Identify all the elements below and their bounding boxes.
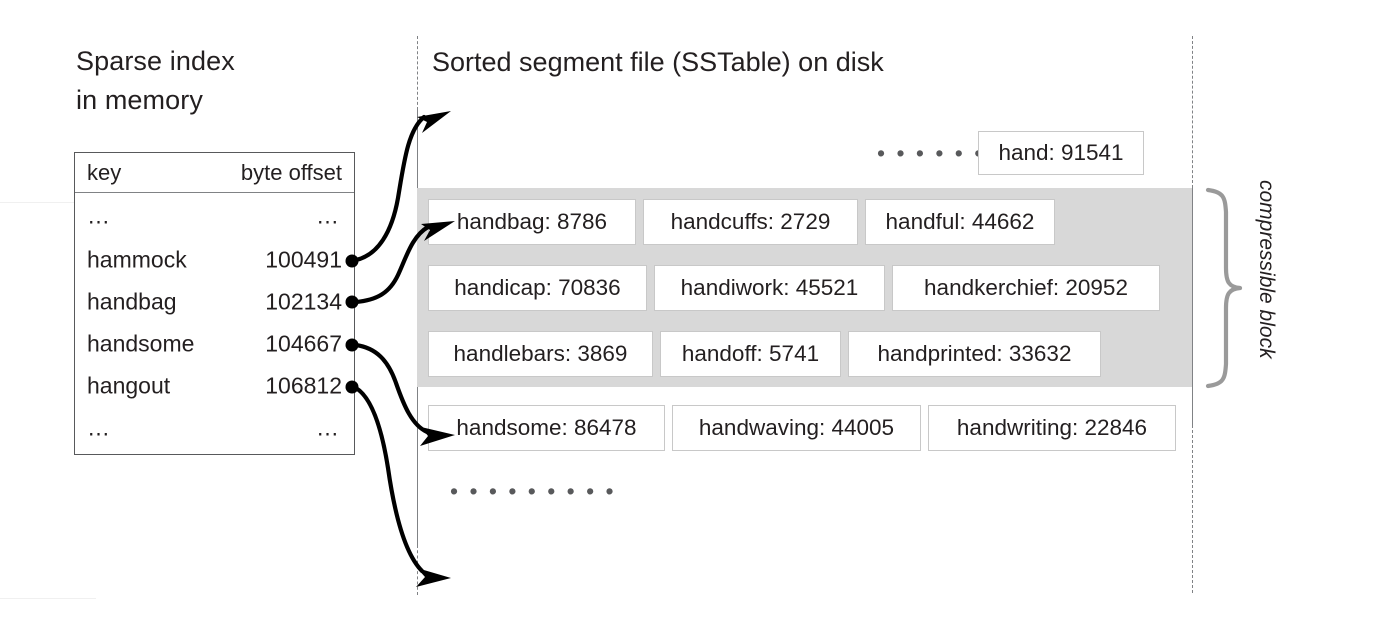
arrowhead-icon (417, 111, 451, 133)
sstable-entry: handprinted: 33632 (848, 331, 1101, 377)
row-byte-offset: … (316, 202, 342, 229)
page-rule-top (0, 202, 100, 203)
table-row: … … (75, 407, 354, 449)
arrowhead-icon (416, 568, 451, 587)
sstable-entry: hand: 91541 (978, 131, 1144, 175)
arrow-path-hangout (353, 385, 425, 574)
row-key: hammock (87, 246, 187, 273)
sstable-entry: handlebars: 3869 (428, 331, 653, 377)
table-row: hangout 106812 (75, 365, 354, 407)
compressible-block-label: compressible block (1255, 180, 1278, 359)
row-byte-offset: … (316, 414, 342, 441)
table-row: … … (75, 193, 354, 239)
sstable-entry: handoff: 5741 (660, 331, 841, 377)
sstable-entry: handkerchief: 20952 (892, 265, 1160, 311)
row-byte-offset: 106812 (265, 372, 342, 399)
row-byte-offset: 100491 (265, 246, 342, 273)
sparse-index-heading: Sparse index in memory (76, 42, 235, 120)
sstable-entry-row: handicap: 70836 handiwork: 45521 handker… (428, 265, 1160, 311)
sstable-right-boundary-dashed-bottom (1192, 425, 1193, 593)
sparse-index-table: key byte offset … … hammock 100491 handb… (74, 152, 355, 455)
sstable-entry: handiwork: 45521 (654, 265, 885, 311)
sstable-entry: handwaving: 44005 (672, 405, 921, 451)
row-key: hangout (87, 372, 171, 399)
page-rule-bottom (0, 598, 96, 599)
column-header-key: key (87, 159, 122, 185)
sstable-entry: handbag: 8786 (428, 199, 636, 245)
row-key: handbag (87, 288, 177, 315)
sparse-index-heading-line2: in memory (76, 85, 203, 115)
table-row: hammock 100491 (75, 239, 354, 281)
table-row: handsome 104667 (75, 323, 354, 365)
table-header-row: key byte offset (75, 153, 354, 193)
sstable-entry: handicap: 70836 (428, 265, 647, 311)
sstable-right-boundary-dashed-top (1192, 36, 1193, 188)
sstable-left-boundary-dashed-top (417, 36, 418, 110)
bottom-ellipsis: • • • • • • • • • (450, 478, 617, 504)
table-row: handbag 102134 (75, 281, 354, 323)
sstable-heading: Sorted segment file (SSTable) on disk (432, 47, 884, 77)
sstable-entry-row: handlebars: 3869 handoff: 5741 handprint… (428, 331, 1101, 377)
sstable-entry: handsome: 86478 (428, 405, 665, 451)
row-byte-offset: 102134 (265, 288, 342, 315)
row-key: … (87, 202, 113, 229)
sstable-entry: handful: 44662 (865, 199, 1055, 245)
sstable-entry: handcuffs: 2729 (643, 199, 858, 245)
sparse-index-heading-line1: Sparse index (76, 46, 235, 76)
column-header-byte-offset: byte offset (240, 159, 342, 185)
row-byte-offset: 104667 (265, 330, 342, 357)
sstable-entry-row: handsome: 86478 handwaving: 44005 handwr… (428, 405, 1176, 451)
sstable-entry: handwriting: 22846 (928, 405, 1176, 451)
arrow-path-hammock (353, 114, 427, 263)
compressible-block-brace (1205, 187, 1243, 389)
sstable-entry-row: handbag: 8786 handcuffs: 2729 handful: 4… (428, 199, 1055, 245)
row-key: handsome (87, 330, 195, 357)
sstable-right-boundary-solid (1192, 188, 1193, 425)
sstable-left-boundary-dashed-bottom (417, 545, 418, 595)
row-key: … (87, 414, 113, 441)
